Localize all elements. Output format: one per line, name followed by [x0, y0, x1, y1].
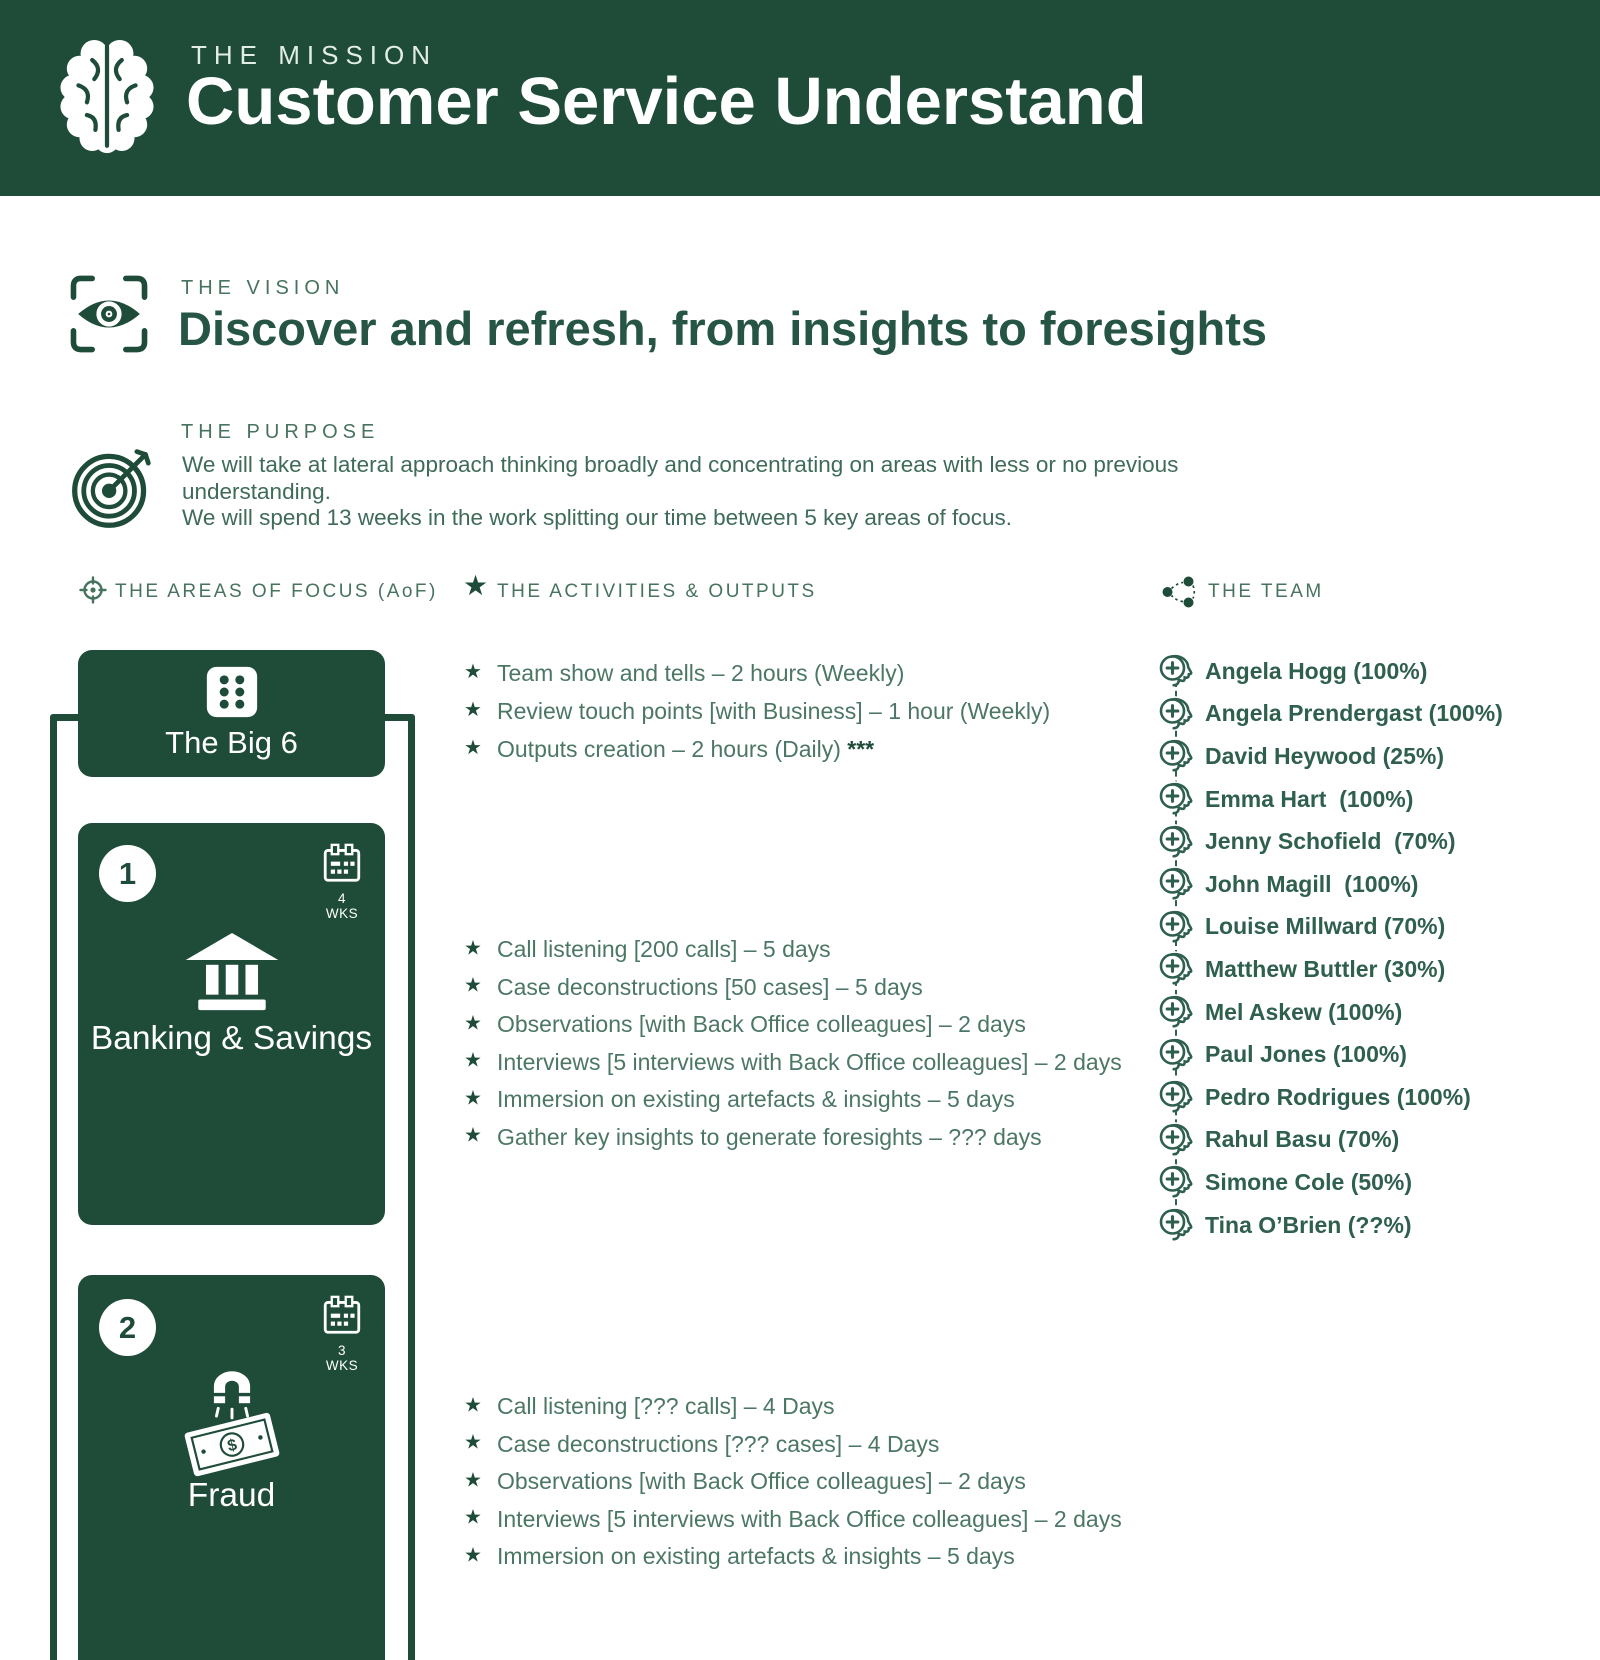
- head-plus-icon: [1157, 950, 1198, 988]
- purpose-line-1: We will take at lateral approach thinkin…: [182, 452, 1179, 504]
- vision-eyebrow: THE VISION: [181, 277, 345, 299]
- team-member-row: Tina O’Brien (??%): [1157, 1204, 1598, 1247]
- team-network-icon: [1161, 576, 1198, 608]
- magnet-money-icon: $: [78, 1367, 385, 1484]
- team-member-name: David Heywood (25%): [1205, 742, 1444, 769]
- bank-icon: [78, 933, 385, 1017]
- card-label: Banking & Savings: [90, 1020, 373, 1057]
- activity-item: Immersion on existing artefacts & insigh…: [464, 1538, 1124, 1576]
- activities-column-header: THE ACTIVITIES & OUTPUTS: [497, 581, 817, 602]
- team-list: Angela Hogg (100%) Angela Prendergast (1…: [1157, 650, 1598, 1247]
- activity-item: Case deconstructions [50 cases] – 5 days: [464, 969, 1124, 1007]
- team-member-row: Emma Hart (100%): [1157, 778, 1598, 821]
- head-plus-icon: [1157, 695, 1198, 733]
- team-member-name: Mel Askew (100%): [1205, 998, 1403, 1025]
- team-member-name: Paul Jones (100%): [1205, 1041, 1407, 1068]
- calendar-icon: [321, 843, 363, 888]
- activity-item: Interviews [5 interviews with Back Offic…: [464, 1044, 1124, 1082]
- card-duration: 4 WKS: [325, 891, 359, 921]
- activities-general-list: Team show and tells – 2 hours (Weekly) R…: [464, 654, 1124, 768]
- team-member-name: Angela Prendergast (100%): [1205, 700, 1503, 727]
- activity-item: Team show and tells – 2 hours (Weekly): [464, 654, 1124, 692]
- big6-card: The Big 6: [78, 650, 385, 777]
- star-icon: [463, 572, 488, 600]
- head-plus-icon: [1157, 1121, 1198, 1159]
- team-member-name: Rahul Basu (70%): [1205, 1126, 1400, 1153]
- card-duration: 3 WKS: [325, 1343, 359, 1373]
- team-member-row: Matthew Buttler (30%): [1157, 948, 1598, 991]
- aof-card-fraud: 2 3 WKS: [78, 1275, 385, 1660]
- activity-item: Outputs creation – 2 hours (Daily) ***: [464, 730, 1124, 768]
- head-plus-icon: [1157, 823, 1198, 861]
- aof-column-header: THE AREAS OF FOCUS (AoF): [115, 581, 438, 602]
- activities-fraud-list: Call listening [??? calls] – 4 Days Case…: [464, 1388, 1124, 1576]
- activity-item: Observations [with Back Office colleague…: [464, 1006, 1124, 1044]
- team-member-name: Angela Hogg (100%): [1205, 657, 1428, 684]
- head-plus-icon: [1157, 1036, 1198, 1074]
- team-member-name: Pedro Rodrigues (100%): [1205, 1083, 1471, 1110]
- activity-item: Immersion on existing artefacts & insigh…: [464, 1081, 1124, 1119]
- card-number-badge: 1: [99, 845, 156, 902]
- big6-label: The Big 6: [165, 725, 298, 760]
- mission-eyebrow: THE MISSION: [191, 40, 438, 70]
- crosshair-icon: [79, 576, 107, 604]
- head-plus-icon: [1157, 1078, 1198, 1116]
- team-connector-line: [1175, 671, 1177, 1225]
- team-member-name: Tina O’Brien (??%): [1205, 1211, 1412, 1238]
- purpose-line-2: We will spend 13 weeks in the work split…: [182, 505, 1012, 530]
- head-plus-icon: [1157, 1163, 1198, 1201]
- team-member-name: John Magill (100%): [1205, 870, 1419, 897]
- team-column-header: THE TEAM: [1208, 581, 1324, 602]
- team-member-row: Jenny Schofield (70%): [1157, 820, 1598, 863]
- card-number-badge: 2: [99, 1299, 156, 1356]
- team-member-row: Paul Jones (100%): [1157, 1033, 1598, 1076]
- team-member-name: Matthew Buttler (30%): [1205, 955, 1446, 982]
- team-member-row: Angela Prendergast (100%): [1157, 693, 1598, 736]
- target-dart-icon: [68, 443, 156, 531]
- team-member-name: Simone Cole (50%): [1205, 1168, 1413, 1195]
- team-member-name: Emma Hart (100%): [1205, 785, 1414, 812]
- activity-footnote-mark: ***: [847, 736, 875, 762]
- activity-item: Call listening [200 calls] – 5 days: [464, 931, 1124, 969]
- team-member-name: Louise Millward (70%): [1205, 913, 1446, 940]
- team-member-row: Angela Hogg (100%): [1157, 650, 1598, 693]
- team-member-row: Louise Millward (70%): [1157, 906, 1598, 949]
- purpose-text: We will take at lateral approach thinkin…: [182, 452, 1242, 532]
- purpose-eyebrow: THE PURPOSE: [181, 421, 380, 443]
- team-member-row: Mel Askew (100%): [1157, 991, 1598, 1034]
- activities-banking-list: Call listening [200 calls] – 5 days Case…: [464, 931, 1124, 1156]
- head-plus-icon: [1157, 1206, 1198, 1244]
- head-plus-icon: [1157, 737, 1198, 775]
- svg-text:$: $: [225, 1436, 238, 1456]
- head-plus-icon: [1157, 908, 1198, 946]
- aof-card-banking: 1 4 WKS: [78, 823, 385, 1225]
- team-member-row: John Magill (100%): [1157, 863, 1598, 906]
- head-plus-icon: [1157, 993, 1198, 1031]
- activity-item: Interviews [5 interviews with Back Offic…: [464, 1501, 1124, 1539]
- activity-item: Observations [with Back Office colleague…: [464, 1463, 1124, 1501]
- head-plus-icon: [1157, 780, 1198, 818]
- activity-item: Call listening [??? calls] – 4 Days: [464, 1388, 1124, 1426]
- team-member-row: Simone Cole (50%): [1157, 1161, 1598, 1204]
- brain-icon: [52, 34, 162, 158]
- header-banner: THE MISSION Customer Service Understand: [0, 0, 1600, 196]
- vision-title: Discover and refresh, from insights to f…: [178, 302, 1268, 355]
- team-member-row: Rahul Basu (70%): [1157, 1119, 1598, 1162]
- dice-six-icon: [206, 666, 258, 718]
- team-member-row: David Heywood (25%): [1157, 735, 1598, 778]
- team-member-name: Jenny Schofield (70%): [1205, 828, 1456, 855]
- head-plus-icon: [1157, 865, 1198, 903]
- head-plus-icon: [1157, 652, 1198, 690]
- activity-item: Gather key insights to generate foresigh…: [464, 1119, 1124, 1157]
- card-label: Fraud: [187, 1477, 276, 1514]
- eye-viewfinder-icon: [66, 271, 152, 357]
- activity-item: Case deconstructions [??? cases] – 4 Day…: [464, 1426, 1124, 1464]
- calendar-icon: [321, 1295, 363, 1340]
- page-title: Customer Service Understand: [186, 64, 1147, 139]
- activity-item: Review touch points [with Business] – 1 …: [464, 692, 1124, 730]
- team-member-row: Pedro Rodrigues (100%): [1157, 1076, 1598, 1119]
